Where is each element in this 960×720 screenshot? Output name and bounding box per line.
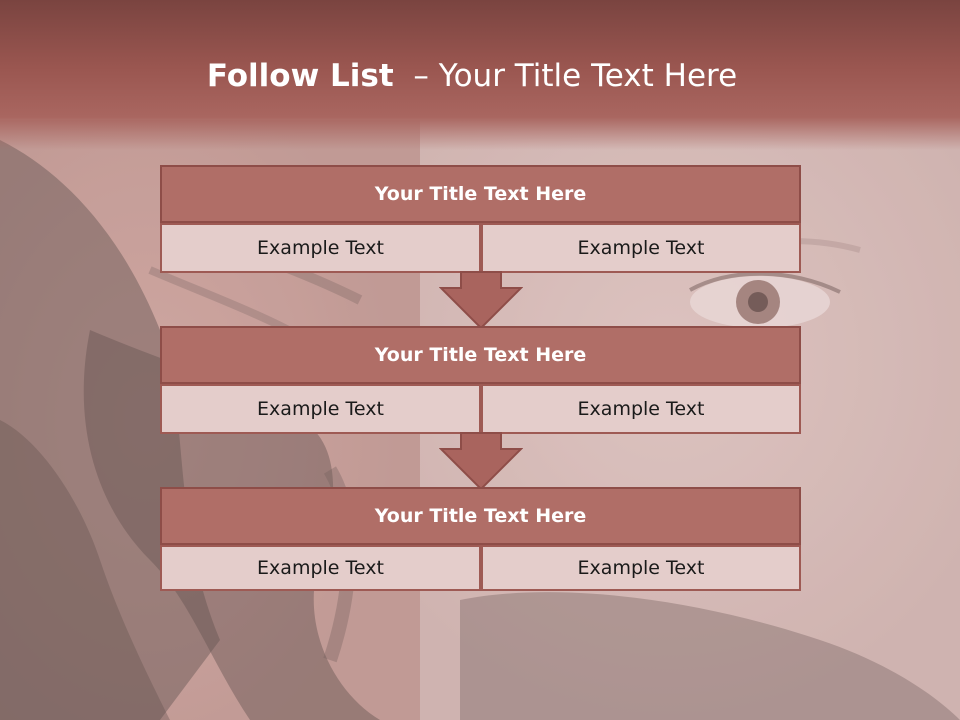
step-cell-left: Example Text [160, 384, 481, 434]
step-cell-left: Example Text [160, 545, 481, 591]
step-title: Your Title Text Here [160, 487, 801, 545]
step-title: Your Title Text Here [160, 326, 801, 384]
header-band [0, 0, 960, 150]
step-cell-right: Example Text [481, 384, 801, 434]
slide-title-bold: Follow List [206, 58, 394, 94]
down-arrow-icon [439, 432, 523, 491]
down-arrow-icon [439, 271, 523, 330]
step-cell-right: Example Text [481, 545, 801, 591]
step-cell-right: Example Text [481, 223, 801, 273]
slide-title-rest: – Your Title Text Here [413, 58, 738, 94]
slide-title: Follow List – Your Title Text Here [0, 56, 944, 96]
step-cell-left: Example Text [160, 223, 481, 273]
step-title: Your Title Text Here [160, 165, 801, 223]
